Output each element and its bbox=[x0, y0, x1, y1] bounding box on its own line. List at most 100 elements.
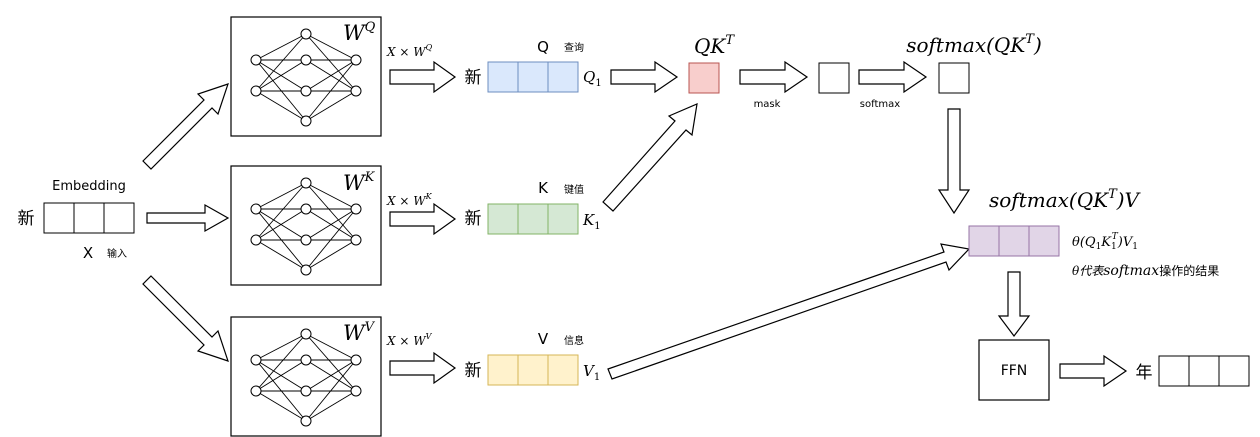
theta-expression: θ(Q1K1T)V1 bbox=[1072, 232, 1138, 252]
v-name: V bbox=[538, 330, 549, 348]
k-char: 新 bbox=[465, 209, 482, 229]
nn-node bbox=[350, 203, 362, 215]
arrow-input-to-wq bbox=[142, 83, 229, 170]
nn-edge bbox=[255, 33, 307, 61]
weight-box-k bbox=[230, 165, 382, 286]
nn-edge bbox=[255, 359, 307, 422]
neural-net-icon bbox=[250, 328, 362, 427]
nn-edge bbox=[305, 59, 357, 122]
nn-node bbox=[250, 234, 262, 246]
nn-edge bbox=[255, 90, 307, 122]
q-desc: 查询 bbox=[564, 41, 584, 54]
nn-edge bbox=[255, 333, 307, 361]
nn-node bbox=[300, 385, 312, 397]
mask-label: mask bbox=[754, 99, 781, 110]
ffn-box bbox=[978, 339, 1050, 401]
arrow-wv-to-v bbox=[389, 351, 457, 385]
nn-edge bbox=[255, 59, 307, 122]
arrow-wk-to-k bbox=[389, 202, 457, 236]
nn-node bbox=[350, 354, 362, 366]
neural-net-icon bbox=[250, 28, 362, 127]
nn-edge bbox=[255, 390, 307, 422]
arrow-ffn-to-result bbox=[1059, 354, 1128, 388]
arrow-wq-to-q bbox=[389, 60, 457, 94]
nn-edge bbox=[305, 208, 357, 241]
input-caption: Embedding bbox=[52, 179, 126, 194]
weight-box-v bbox=[230, 316, 382, 437]
v-desc: 信息 bbox=[564, 334, 584, 347]
weight-label-v: WV bbox=[343, 320, 376, 345]
nn-node bbox=[350, 385, 362, 397]
output-title: softmax(QKT)V bbox=[989, 187, 1142, 212]
op-label-k: X × WK bbox=[386, 192, 433, 208]
nn-node bbox=[350, 54, 362, 66]
arrow-input-to-wv bbox=[142, 275, 229, 362]
nn-edge bbox=[255, 208, 307, 241]
output-vector bbox=[968, 225, 1060, 257]
nn-edge bbox=[305, 333, 357, 361]
weight-label-k: WK bbox=[343, 170, 376, 195]
v-char: 新 bbox=[465, 361, 482, 381]
op-label-v: X × WV bbox=[386, 332, 433, 348]
arrow-k-to-qkt bbox=[602, 103, 698, 212]
nn-edge bbox=[255, 59, 307, 92]
nn-edge bbox=[255, 182, 307, 210]
arrow-v-to-output bbox=[607, 243, 971, 380]
input-vector bbox=[43, 202, 135, 234]
qkt-label: QKT bbox=[694, 33, 735, 58]
nn-edge bbox=[305, 90, 357, 122]
input-sub: 输入 bbox=[107, 247, 127, 260]
nn-node bbox=[300, 177, 312, 189]
result-char: 年 bbox=[1136, 363, 1153, 383]
result-vector bbox=[1158, 355, 1250, 387]
v-symbol: V1 bbox=[583, 362, 600, 383]
nn-node bbox=[300, 354, 312, 366]
op-label-q: X × WQ bbox=[386, 43, 433, 59]
nn-edge bbox=[305, 390, 357, 422]
weight-box-q bbox=[230, 16, 382, 137]
k-desc: 键值 bbox=[564, 183, 584, 196]
nn-edge bbox=[255, 239, 307, 271]
nn-node bbox=[250, 85, 262, 97]
nn-node bbox=[300, 203, 312, 215]
nn-node bbox=[350, 234, 362, 246]
nn-edge bbox=[305, 208, 357, 271]
nn-edge bbox=[255, 33, 307, 92]
softmax-title: softmax(QKT) bbox=[906, 32, 1042, 57]
arrow-softmax-to-output bbox=[937, 108, 971, 215]
nn-node bbox=[300, 85, 312, 97]
nn-edge bbox=[255, 208, 307, 271]
nn-edge bbox=[305, 33, 357, 61]
neural-net-icon bbox=[250, 177, 362, 276]
v-vector bbox=[487, 354, 579, 386]
nn-edge bbox=[305, 182, 357, 241]
nn-node bbox=[300, 264, 312, 276]
theta-note: θ代表softmax操作的结果 bbox=[1072, 263, 1219, 279]
nn-edge bbox=[305, 182, 357, 210]
arrow-input-to-wk bbox=[146, 203, 230, 233]
nn-edge bbox=[305, 359, 357, 392]
nn-edge bbox=[305, 239, 357, 271]
ffn-label: FFN bbox=[1001, 363, 1028, 379]
k-vector bbox=[487, 203, 579, 235]
nn-edge bbox=[305, 333, 357, 392]
arrow-q-to-qkt bbox=[610, 60, 679, 94]
nn-node bbox=[350, 85, 362, 97]
nn-edge bbox=[305, 59, 357, 92]
input-char: 新 bbox=[18, 209, 35, 229]
input-label: X bbox=[83, 244, 93, 262]
nn-node bbox=[300, 28, 312, 40]
q-symbol: Q1 bbox=[583, 68, 602, 89]
arrow-softmax bbox=[858, 60, 928, 94]
nn-edge bbox=[255, 182, 307, 241]
nn-node bbox=[250, 203, 262, 215]
nn-edge bbox=[305, 359, 357, 422]
k-symbol: K1 bbox=[582, 211, 601, 232]
q-name: Q bbox=[537, 38, 549, 56]
q-vector bbox=[487, 61, 579, 93]
nn-edge bbox=[255, 359, 307, 392]
nn-edge bbox=[255, 333, 307, 392]
arrow-output-to-ffn bbox=[997, 271, 1031, 337]
q-char: 新 bbox=[465, 68, 482, 88]
